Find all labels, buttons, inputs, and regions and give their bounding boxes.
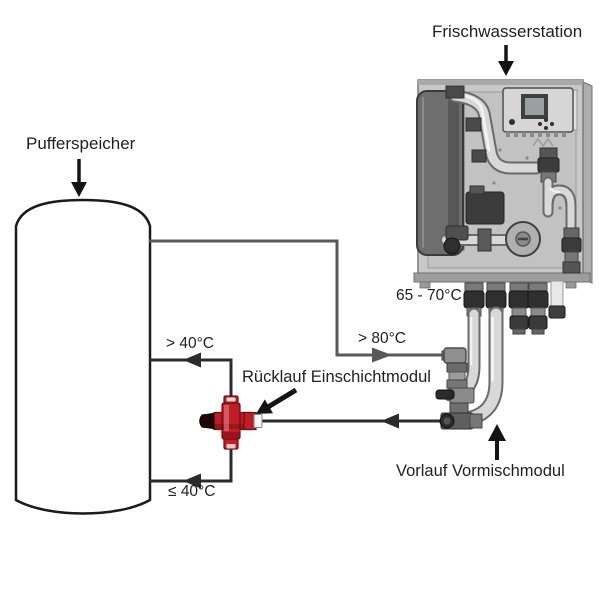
return-lower-temp-label: ≤ 40°C [168, 483, 216, 500]
frischwasserstation-label: Frischwasserstation [432, 22, 583, 41]
valve-right-port [253, 414, 263, 428]
flow-arrow-left-return-icon [381, 413, 399, 429]
label-arrows [71, 45, 514, 460]
station-right-pipework [537, 147, 582, 274]
flow-arrow-left-upper-icon [183, 352, 201, 368]
valve-left-cap [199, 412, 215, 430]
controller-unit [502, 87, 578, 137]
buffer-tank-graphic [14, 198, 152, 515]
station-upper-pipe [445, 85, 543, 175]
flow-arrow-left-lower-icon [183, 473, 201, 489]
valve-handle [435, 389, 455, 400]
module-connection-fittings [435, 347, 483, 430]
ruecklauf-arrow-icon [256, 387, 298, 414]
insulation-box [416, 90, 465, 256]
pufferspeicher-arrow-icon [71, 159, 87, 197]
supply-pipe-hot [149, 239, 446, 363]
fresh-water-station-graphic [413, 79, 593, 430]
pufferspeicher-label: Pufferspeicher [26, 134, 136, 153]
return-upper-temp-label: > 40°C [166, 335, 214, 352]
vorlauf-vormischmodul-label: Vorlauf Vormischmodul [396, 462, 565, 480]
frischwasserstation-arrow-icon [498, 45, 514, 76]
return-pipe-from-station [260, 413, 443, 429]
pump-graphic [440, 185, 541, 257]
supply-temp-label: > 80°C [358, 330, 406, 347]
station-flow-temp-label: 65 - 70°C [396, 287, 462, 304]
red-stratification-valve [199, 395, 263, 450]
ruecklauf-einschichtmodul-label: Rücklauf Einschichtmodul [242, 368, 431, 386]
flow-arrow-right-icon [372, 347, 392, 363]
vorlauf-arrow-icon [488, 424, 506, 460]
